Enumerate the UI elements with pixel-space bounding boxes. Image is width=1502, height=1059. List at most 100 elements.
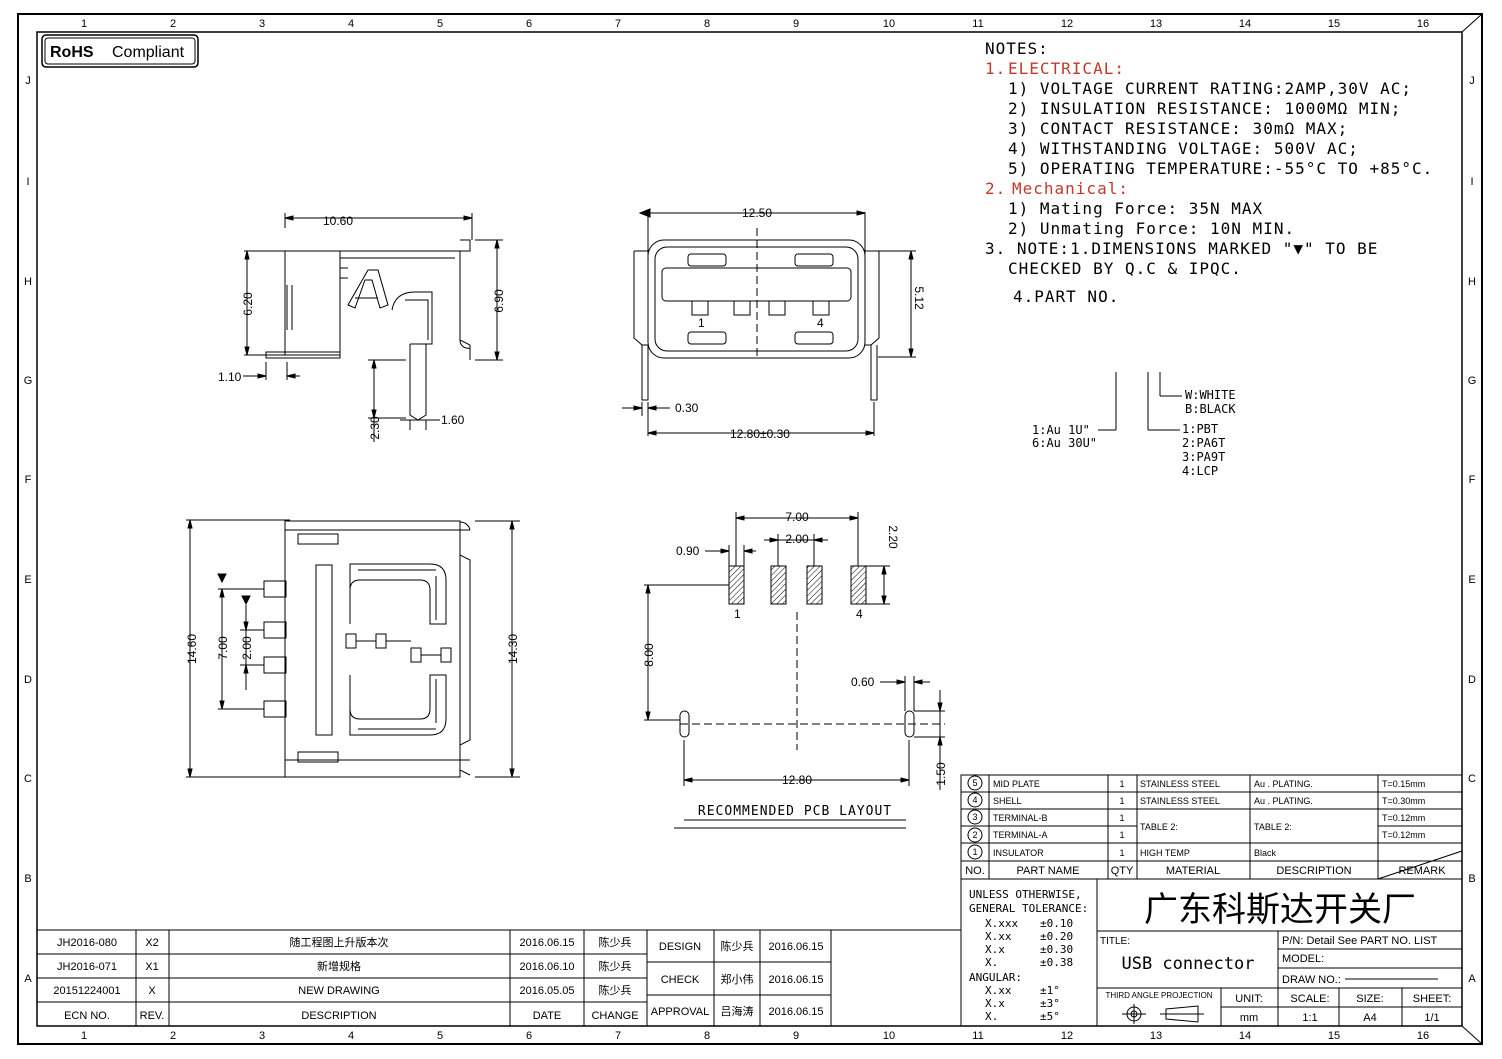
dim-top-length1: 14.60 — [185, 634, 199, 664]
note-unmating: 2) Unmating Force: 10N MIN. — [1008, 219, 1295, 238]
tol-x-val: ±0.30 — [1040, 943, 1073, 956]
bom-qty: 1 — [1119, 813, 1124, 823]
unit-value: mm — [1240, 1012, 1258, 1024]
col-label: 4 — [348, 18, 354, 30]
dim-front-width: 12.50 — [742, 206, 772, 220]
note-dimensions: 3. NOTE:1.DIMENSIONS MARKED "▼" TO BE — [985, 239, 1378, 258]
note-contact: 3) CONTACT RESISTANCE: 30mΩ MAX; — [1008, 119, 1348, 138]
rev-header-ecn: ECN NO. — [64, 1010, 110, 1022]
dim-side-pin-w: 1.60 — [441, 413, 465, 427]
dim-pcb-pad-width: 0.90 — [676, 544, 700, 558]
col-label: 7 — [615, 18, 621, 30]
dim-top-pitch2: 2.00 — [240, 636, 254, 660]
title-block-text: 广东科斯达开关厂 TITLE: USB connector P/N: Detai… — [1100, 891, 1451, 1024]
approval-date: 2016.06.15 — [768, 941, 823, 953]
tol-title1: UNLESS OTHERWISE, — [969, 888, 1082, 901]
bom-remark: T=0.30mm — [1382, 796, 1425, 806]
row-label: I — [26, 176, 29, 188]
tol-ang-x: X.x — [985, 997, 1005, 1010]
rev-desc: 随工程图上升版本次 — [290, 935, 389, 949]
bom-remark: T=0.15mm — [1382, 779, 1425, 789]
dim-front-thickness: 0.30 — [675, 401, 699, 415]
dim-side-height2: 6.90 — [492, 289, 506, 313]
rohs-badge: RoHS Compliant — [41, 34, 199, 68]
col-label: 7 — [615, 1030, 621, 1042]
tol-angular: ANGULAR: — [969, 971, 1022, 984]
dim-pcb-pad-height: 2.20 — [886, 525, 900, 549]
row-label: B — [24, 873, 31, 885]
rohs-compliant: Compliant — [112, 44, 185, 61]
col-label: 14 — [1239, 1030, 1251, 1042]
row-label: A — [24, 973, 32, 985]
side-view — [243, 213, 503, 442]
notes-section2-title: Mechanical: — [1012, 179, 1129, 198]
notes-section2-num: 2. — [985, 179, 1006, 198]
bom-header-no: NO. — [965, 865, 985, 877]
pcb-pin-1: 1 — [734, 607, 741, 621]
rev-by: 陈少兵 — [599, 983, 632, 997]
part-mat-pa9t: 3:PA9T — [1182, 450, 1225, 464]
tol-xxx-val: ±0.10 — [1040, 917, 1073, 930]
row-labels-left: J I H G F E D C B A — [24, 75, 33, 985]
sheet-value: 1/1 — [1424, 1012, 1439, 1024]
col-label: 2 — [170, 18, 176, 30]
row-label: G — [24, 375, 33, 387]
note-voltage: 1) VOLTAGE CURRENT RATING:2AMP,30V AC; — [1008, 79, 1412, 98]
rev-by: 陈少兵 — [599, 959, 632, 973]
dim-side-thickness: 1.10 — [218, 370, 242, 384]
note-withstanding: 4) WITHSTANDING VOLTAGE: 500V AC; — [1008, 139, 1359, 158]
part-plating-6: 6:Au 30U" — [1032, 436, 1097, 450]
notes-block: NOTES: 1. ELECTRICAL: 1) VOLTAGE CURRENT… — [985, 39, 1432, 306]
row-label: G — [1468, 375, 1477, 387]
dim-front-height: 5.12 — [912, 286, 926, 310]
dim-pcb-slot-width: 0.60 — [851, 675, 875, 689]
col-label: 13 — [1150, 18, 1162, 30]
col-label: 10 — [883, 1030, 895, 1042]
dim-pcb-offset: 8.00 — [642, 643, 656, 667]
rev-date: 2016.05.05 — [519, 985, 574, 997]
part-mat-lcp: 4:LCP — [1182, 464, 1218, 478]
bom-name: INSULATOR — [993, 848, 1044, 858]
top-view — [186, 519, 520, 778]
row-label: F — [1469, 474, 1476, 486]
row-label: I — [1470, 176, 1473, 188]
row-label: C — [24, 773, 32, 785]
part-no-breakdown: W:WHITE B:BLACK 1:PBT 2:PA6T 3:PA9T 4:LC… — [1032, 372, 1236, 478]
rev-date: 2016.06.15 — [519, 937, 574, 949]
approval-name: 郑小伟 — [721, 972, 754, 986]
col-label: 6 — [526, 1030, 532, 1042]
pcb-layout-dims: 7.00 2.00 0.90 2.20 8.00 0.60 12.80 1.50… — [642, 510, 948, 819]
tol-x0: X. — [985, 956, 998, 969]
row-label: D — [24, 674, 32, 686]
notes-section1-num: 1. — [985, 59, 1006, 78]
rev-code: X — [148, 985, 156, 997]
row-label: J — [1469, 75, 1475, 87]
rev-code: X1 — [145, 961, 158, 973]
unit-label: UNIT: — [1235, 993, 1263, 1005]
tol-x: X.x — [985, 943, 1005, 956]
col-label: 11 — [972, 18, 983, 30]
bom-name: SHELL — [993, 796, 1022, 806]
dim-top-pitch1: 7.00 — [216, 636, 230, 660]
rev-ecn: 20151224001 — [53, 985, 120, 997]
rev-ecn: JH2016-080 — [57, 937, 117, 949]
bom-no: 1 — [972, 847, 977, 857]
rev-desc: NEW DRAWING — [298, 985, 379, 997]
bom-header-remark: REMARK — [1398, 865, 1446, 877]
bom-header-name: PART NAME — [1017, 865, 1080, 877]
pcb-pin-4: 4 — [856, 607, 863, 621]
row-labels-right: J I H G F E D C B A — [1468, 75, 1477, 985]
approval-rows: DESIGN 陈少兵 2016.06.15 CHECK 郑小伟 2016.06.… — [651, 939, 824, 1018]
projection-label: THIRD ANGLE PROJECTION — [1105, 991, 1212, 1000]
bom-rows: 5 MID PLATE 1 STAINLESS STEEL Au . PLATI… — [972, 778, 1425, 858]
approval-name: 陈少兵 — [721, 939, 754, 953]
row-label: B — [1468, 873, 1475, 885]
tol-title2: GENERAL TOLERANCE: — [969, 902, 1088, 915]
bom-no: 4 — [972, 795, 977, 805]
column-labels-bottom: 1 2 3 4 5 6 7 8 9 10 11 12 13 14 15 16 — [81, 1030, 1429, 1042]
pcb-caption: RECOMMENDED PCB LAYOUT — [698, 804, 892, 819]
dim-side-width: 10.60 — [323, 214, 353, 228]
tol-x0-val: ±0.38 — [1040, 956, 1073, 969]
tolerance-block: UNLESS OTHERWISE, GENERAL TOLERANCE: X.x… — [969, 888, 1088, 1023]
dim-pcb-span: 7.00 — [785, 510, 809, 524]
